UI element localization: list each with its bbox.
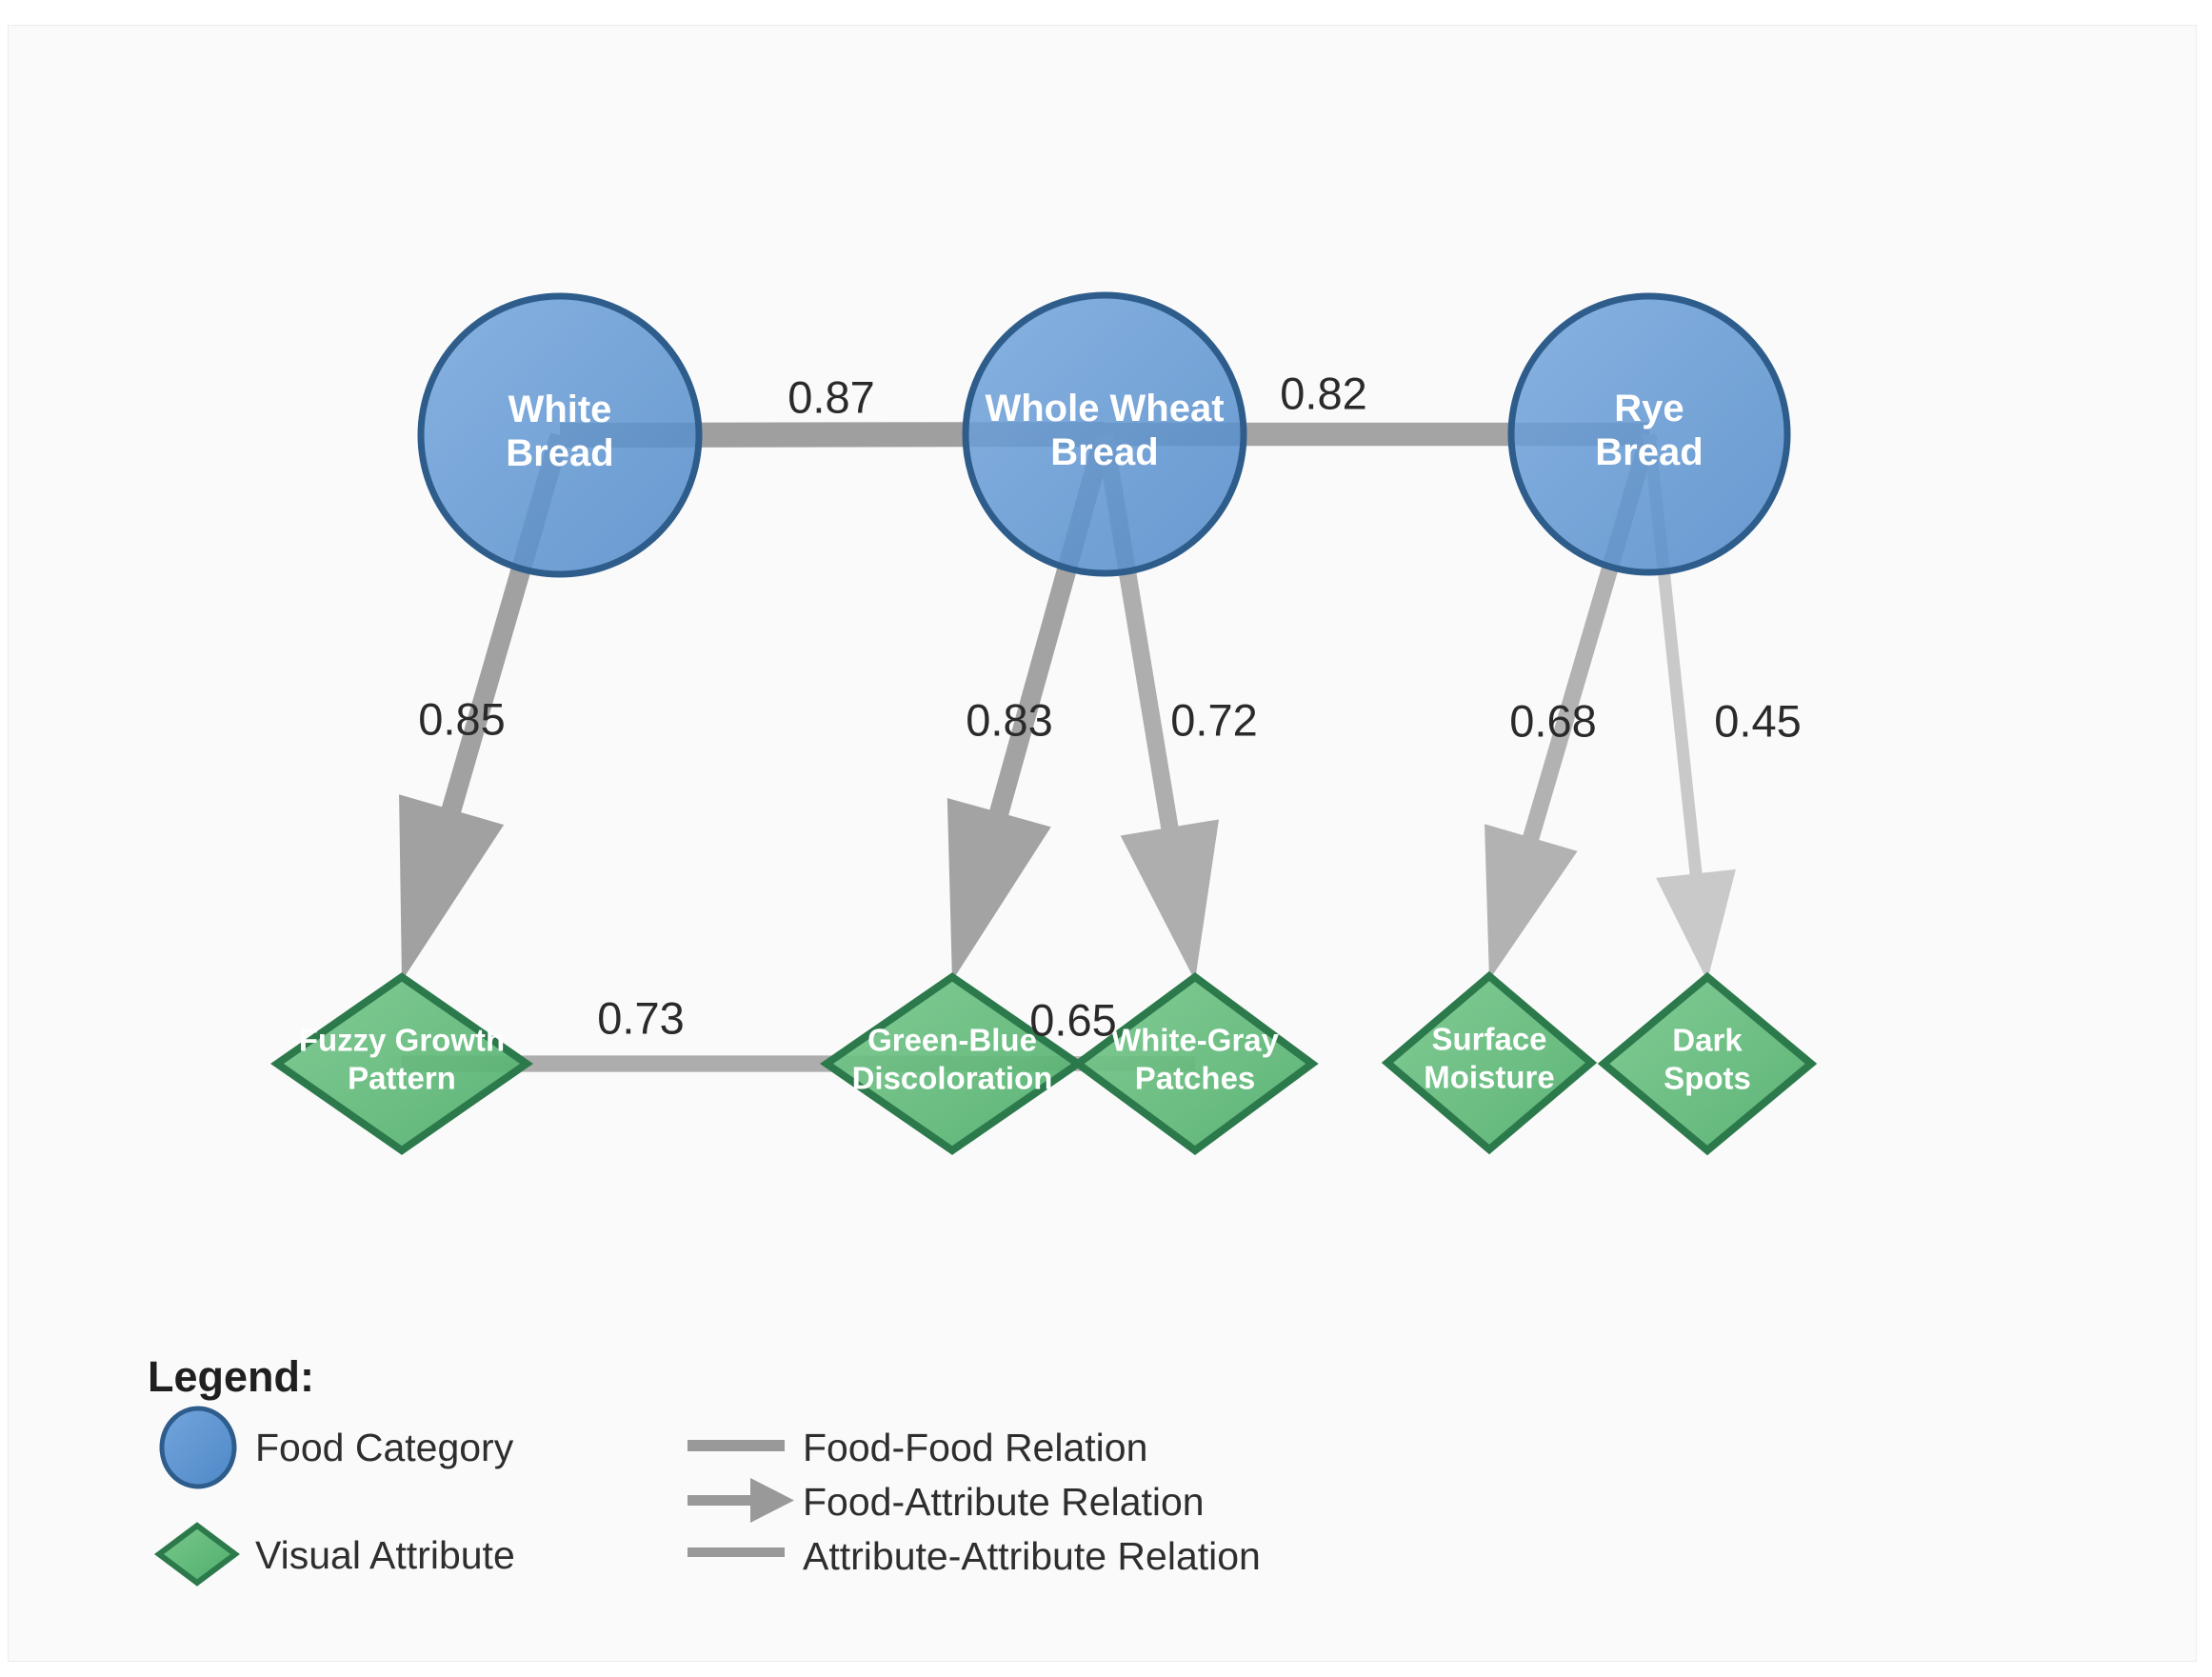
legend-food-attribute-arrow-swatch	[686, 1471, 809, 1533]
attribute-attribute-line-icon	[688, 1547, 785, 1557]
legend-visual-attribute-label: Visual Attribute	[255, 1533, 515, 1577]
legend-attribute-attribute-line-swatch	[686, 1537, 790, 1572]
node-label: Dark	[1672, 1023, 1743, 1058]
node-label: White	[508, 389, 612, 430]
edge-rye_bread-surface_moisture-arrowhead	[1485, 824, 1578, 980]
edge-weight-label: 0.87	[787, 372, 874, 423]
legend-food-category-label: Food Category	[255, 1426, 514, 1469]
edge-white_bread-fuzzy_growth-arrowhead	[399, 794, 505, 981]
node-label: Bread	[1595, 431, 1703, 473]
legend-visual-attribute-swatch	[154, 1522, 240, 1591]
node-label: Surface	[1431, 1022, 1546, 1057]
node-whole_wheat_bread	[962, 291, 1247, 577]
legend-attribute-attribute-label: Attribute-Attribute Relation	[803, 1534, 1261, 1578]
node-fuzzy_growth	[269, 972, 534, 1155]
edge-whole_wheat_bread-white_gray-arrowhead	[1120, 819, 1220, 981]
edge-weight-label: 0.65	[1029, 995, 1116, 1046]
edge-weight-label: 0.68	[1509, 696, 1596, 747]
legend-food-category-swatch	[157, 1405, 239, 1495]
edge-weight-label: 0.83	[966, 695, 1052, 746]
node-surface_moisture	[1381, 970, 1598, 1155]
edge-whole_wheat_bread-green_blue-arrowhead	[947, 798, 1051, 981]
legend-food-food-label: Food-Food Relation	[803, 1426, 1148, 1469]
node-label: Discoloration	[852, 1061, 1053, 1096]
node-label: Pattern	[348, 1061, 456, 1096]
node-label: Patches	[1135, 1061, 1256, 1096]
node-label: Bread	[506, 432, 613, 474]
node-label: Bread	[1050, 431, 1158, 473]
node-label: Whole Wheat	[985, 388, 1224, 429]
legend-food-attribute-label: Food-Attribute Relation	[803, 1480, 1205, 1524]
edge-weight-label: 0.73	[597, 993, 684, 1044]
node-label: Spots	[1664, 1061, 1751, 1096]
food-attribute-arrow-icon	[688, 1478, 794, 1523]
node-white_gray	[1071, 972, 1319, 1155]
node-label: Moisture	[1424, 1060, 1555, 1095]
food-category-circle-icon	[159, 1406, 237, 1489]
node-label: White-Gray	[1111, 1023, 1280, 1058]
node-dark_spots	[1597, 971, 1818, 1156]
edge-rye_bread-dark_spots-arrowhead	[1656, 868, 1736, 981]
food-food-line-icon	[688, 1440, 785, 1451]
legend-food-food-line-swatch	[686, 1428, 790, 1467]
node-label: Green-Blue	[867, 1023, 1037, 1058]
edge-weight-label: 0.72	[1170, 695, 1257, 746]
edge-weight-label: 0.45	[1714, 696, 1801, 747]
node-label: Rye	[1614, 388, 1684, 429]
node-rye_bread	[1507, 292, 1791, 576]
legend-title: Legend:	[148, 1352, 314, 1401]
edge-weight-label: 0.85	[418, 694, 505, 745]
edge-weight-label: 0.82	[1280, 369, 1366, 419]
node-label: Fuzzy Growth	[299, 1023, 505, 1058]
node-white_bread	[417, 292, 703, 578]
node-green_blue	[819, 972, 1086, 1155]
visual-attribute-diamond-icon	[154, 1522, 240, 1587]
